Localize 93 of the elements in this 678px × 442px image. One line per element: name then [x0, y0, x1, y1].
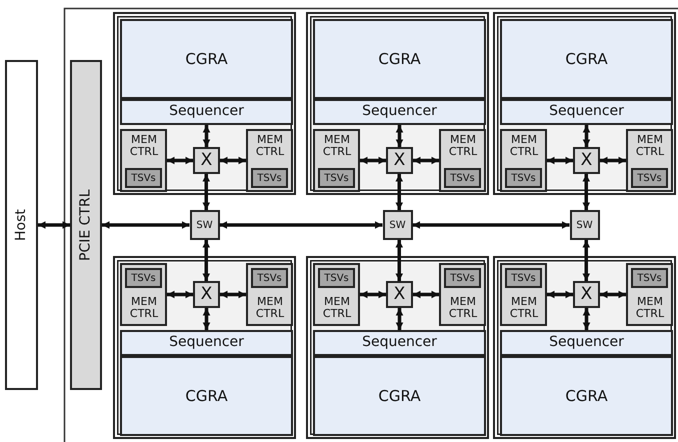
- double-arrow: [600, 156, 626, 164]
- double-arrow: [412, 221, 570, 229]
- double-arrow: [547, 156, 573, 164]
- double-arrow: [582, 125, 590, 147]
- tsv-block: TSVs: [318, 168, 355, 188]
- tile-panel: [493, 12, 676, 195]
- pcie-controller-bar: PCIE CTRL: [70, 60, 102, 390]
- sequencer-block: Sequencer: [500, 99, 673, 125]
- crossbar-box: X: [573, 281, 600, 308]
- double-arrow: [360, 290, 386, 298]
- cgra-block: CGRA: [120, 356, 293, 436]
- crossbar-box: X: [386, 281, 413, 308]
- double-arrow: [582, 174, 590, 210]
- double-arrow: [38, 221, 70, 229]
- double-arrow: [396, 308, 404, 330]
- tile-panel: [306, 256, 489, 439]
- memory-controller-box: [246, 263, 293, 326]
- tile-panel: [306, 12, 489, 195]
- crossbar-box: X: [193, 147, 220, 174]
- double-arrow: [220, 221, 382, 229]
- tsv-block: TSVs: [444, 268, 481, 288]
- tile-panel: [493, 256, 676, 439]
- cgra-block: CGRA: [500, 356, 673, 436]
- block-label: MEM CTRL: [508, 134, 540, 158]
- cgra-block: CGRA: [500, 19, 673, 99]
- tsv-block: TSVs: [125, 268, 162, 288]
- double-arrow: [413, 156, 439, 164]
- double-arrow: [600, 290, 626, 298]
- tile-panel: [113, 12, 296, 195]
- block-label: MEM CTRL: [634, 296, 666, 320]
- block-label: MEM CTRL: [254, 296, 286, 320]
- double-arrow: [396, 125, 404, 147]
- memory-controller-box: [313, 263, 360, 326]
- sequencer-block: Sequencer: [313, 99, 486, 125]
- sequencer-block: Sequencer: [120, 330, 293, 356]
- double-arrow: [395, 240, 404, 281]
- double-arrow: [582, 240, 590, 281]
- memory-controller-box: [626, 263, 673, 326]
- sequencer-block: Sequencer: [313, 330, 486, 356]
- double-arrow: [547, 290, 573, 298]
- double-arrow: [167, 290, 193, 298]
- tsv-block: TSVs: [125, 168, 162, 188]
- memory-controller-box: [500, 129, 547, 192]
- sequencer-block: Sequencer: [120, 99, 293, 125]
- memory-controller-box: [439, 263, 486, 326]
- sequencer-block: Sequencer: [500, 330, 673, 356]
- memory-controller-box: [626, 129, 673, 192]
- double-arrow: [167, 156, 193, 164]
- switch-box: SW: [190, 210, 220, 240]
- memory-controller-box: [246, 129, 293, 192]
- switch-box: SW: [382, 210, 412, 240]
- double-arrow: [413, 290, 439, 298]
- tsv-block: TSVs: [505, 168, 542, 188]
- block-label: MEM CTRL: [448, 134, 478, 158]
- cgra-block: CGRA: [120, 19, 293, 99]
- block-label: MEM CTRL: [448, 296, 478, 320]
- double-arrow: [202, 240, 210, 281]
- block-label: MEM CTRL: [508, 296, 540, 320]
- memory-controller-box: [120, 263, 167, 326]
- switch-box: SW: [570, 210, 600, 240]
- tsv-block: TSVs: [251, 168, 288, 188]
- memory-controller-box: [439, 129, 486, 192]
- crossbar-box: X: [573, 147, 600, 174]
- block-label: MEM CTRL: [322, 296, 352, 320]
- tsv-block: TSVs: [631, 268, 668, 288]
- double-arrow: [395, 174, 404, 210]
- crossbar-box: X: [386, 147, 413, 174]
- tsv-block: TSVs: [318, 268, 355, 288]
- crossbar-box: X: [193, 281, 220, 308]
- tsv-block: TSVs: [631, 168, 668, 188]
- double-arrow: [360, 156, 386, 164]
- cgra-block: CGRA: [313, 356, 486, 436]
- memory-controller-box: [500, 263, 547, 326]
- double-arrow: [582, 308, 590, 330]
- block-label: MEM CTRL: [634, 134, 666, 158]
- double-arrow: [102, 221, 190, 229]
- tsv-block: TSVs: [444, 168, 481, 188]
- block-label: MEM CTRL: [128, 296, 160, 320]
- block-label: MEM CTRL: [254, 134, 286, 158]
- double-arrow: [220, 290, 246, 298]
- tsv-block: TSVs: [251, 268, 288, 288]
- tsv-block: TSVs: [505, 268, 542, 288]
- host-box: Host: [5, 60, 38, 390]
- double-arrow: [202, 308, 210, 330]
- block-label: MEM CTRL: [322, 134, 352, 158]
- block-label: MEM CTRL: [128, 134, 160, 158]
- double-arrow: [220, 156, 246, 164]
- memory-controller-box: [120, 129, 167, 192]
- cgra-block: CGRA: [313, 19, 486, 99]
- double-arrow: [202, 125, 210, 147]
- memory-controller-box: [313, 129, 360, 192]
- double-arrow: [202, 174, 210, 210]
- tile-panel: [113, 256, 296, 439]
